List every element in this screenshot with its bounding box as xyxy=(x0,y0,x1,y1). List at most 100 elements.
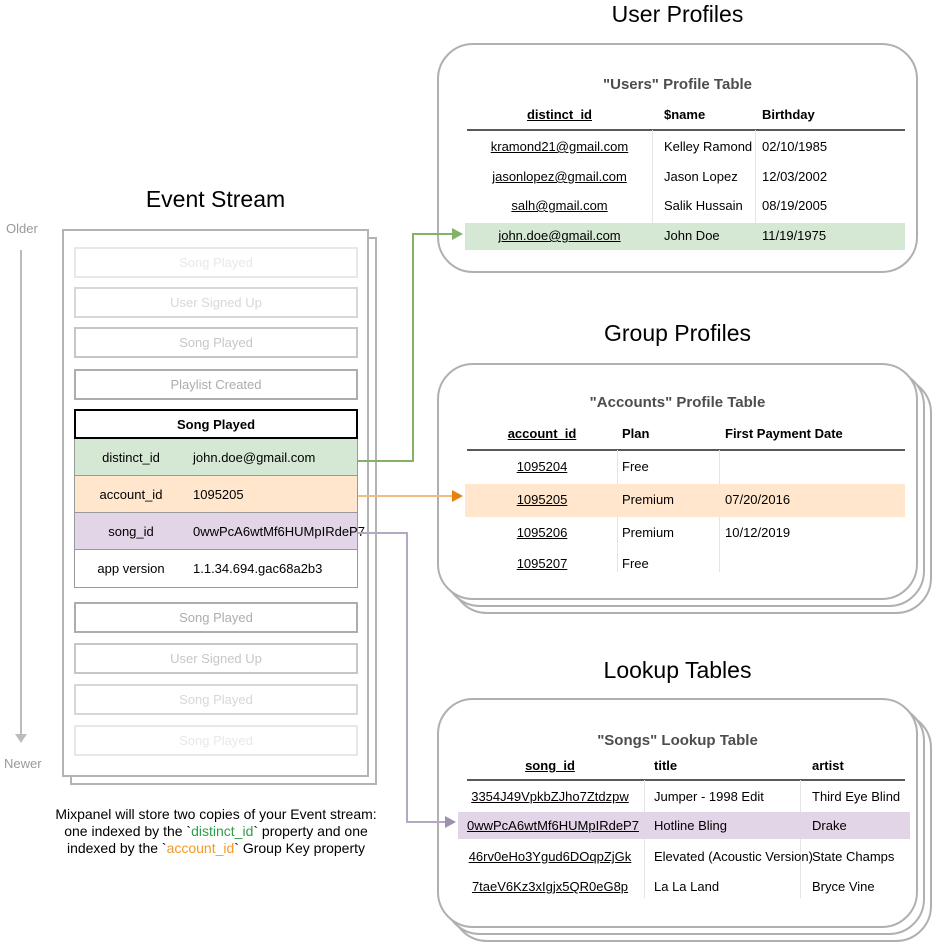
green-connector-segment xyxy=(358,460,414,462)
cell-distinct-id: kramond21@gmail.com xyxy=(490,139,629,154)
header-divider xyxy=(467,779,905,781)
arrow-down-icon xyxy=(15,734,27,743)
cell-plan: Free xyxy=(622,556,649,571)
cell-song-title: Jumper - 1998 Edit xyxy=(654,789,764,804)
event-prop-value: 1095205 xyxy=(193,486,244,502)
cell-name: John Doe xyxy=(664,228,720,243)
highlighted-row-purple xyxy=(458,812,910,839)
footnote-caption: Mixpanel will store two copies of your E… xyxy=(30,806,402,857)
purple-arrowhead-icon xyxy=(445,815,456,828)
header-divider xyxy=(467,129,905,131)
faded-event: Song Played xyxy=(74,327,358,358)
header-divider xyxy=(467,449,905,451)
event-prop-key: account_id xyxy=(99,486,163,502)
cell-distinct-id: jasonlopez@gmail.com xyxy=(492,169,627,184)
event-prop-value: 0wwPcA6wtMf6HUMpIRdeP7 xyxy=(193,523,365,539)
cell-first-payment-date: 07/20/2016 xyxy=(725,492,791,507)
users-table-title: "Users" Profile Table xyxy=(603,76,752,93)
column-header-plan: Plan xyxy=(622,426,650,441)
cell-birthday: 02/10/1985 xyxy=(762,139,828,154)
users-profile-card: "Users" Profile Table distinct_id $name … xyxy=(437,43,918,273)
accounts-table-title: "Accounts" Profile Table xyxy=(589,394,766,411)
cell-plan: Premium xyxy=(622,525,675,540)
column-header-account-id: account_id xyxy=(507,426,577,441)
cell-birthday: 11/19/1975 xyxy=(762,228,827,243)
faded-event: Song Played xyxy=(74,247,358,278)
cell-plan: Free xyxy=(622,459,649,474)
event-prop-key: app version xyxy=(97,561,165,576)
timeline-line xyxy=(20,250,22,736)
cell-account-id: 1095207 xyxy=(516,556,568,571)
event-prop-app-version: app version 1.1.34.694.gac68a2b3 xyxy=(74,550,358,588)
cell-song-id: 46rv0eHo3Ygud6DOqpZjGk xyxy=(468,849,632,864)
column-divider xyxy=(800,780,801,898)
older-label: Older xyxy=(6,221,38,236)
column-divider xyxy=(755,130,756,250)
cell-account-id: 1095205 xyxy=(516,492,568,507)
faded-event: Playlist Created xyxy=(74,369,358,400)
green-connector-segment xyxy=(414,233,452,235)
column-header-distinct-id: distinct_id xyxy=(526,107,592,122)
caption-line-2: one indexed by the `distinct_id` propert… xyxy=(30,823,402,840)
column-header-birthday: Birthday xyxy=(762,107,815,122)
cell-account-id: 1095204 xyxy=(516,459,568,474)
cell-name: Kelley Ramond xyxy=(664,139,753,154)
caption-text: ` Group Key property xyxy=(234,840,366,856)
column-header-first-payment-date: First Payment Date xyxy=(725,426,843,441)
cell-first-payment-date xyxy=(725,554,885,574)
cell-plan: Premium xyxy=(622,492,675,507)
event-prop-distinct-id: distinct_id john.doe@gmail.com xyxy=(74,439,358,476)
event-card-title: Song Played xyxy=(74,409,358,439)
faded-event: User Signed Up xyxy=(74,287,358,318)
cell-artist: Bryce Vine xyxy=(812,879,875,894)
column-header-name: $name xyxy=(664,107,706,122)
cell-first-payment-date: 10/12/2019 xyxy=(725,525,791,540)
cell-artist: Drake xyxy=(812,818,847,833)
active-event-card: Song Played distinct_id john.doe@gmail.c… xyxy=(74,409,365,588)
event-stream-title: Event Stream xyxy=(145,186,286,212)
caption-line-3: indexed by the `account_id` Group Key pr… xyxy=(30,840,402,857)
faded-event: User Signed Up xyxy=(74,643,358,674)
column-header-song-title: title xyxy=(654,758,678,773)
orange-arrowhead-icon xyxy=(452,489,463,502)
faded-event: Song Played xyxy=(74,684,358,715)
cell-name: Jason Lopez xyxy=(664,169,738,184)
distinct-id-code: distinct_id xyxy=(191,823,254,839)
event-prop-key: distinct_id xyxy=(102,449,160,465)
cell-song-title: La La Land xyxy=(654,879,720,894)
purple-connector-segment xyxy=(406,821,445,823)
cell-distinct-id: john.doe@gmail.com xyxy=(498,228,621,243)
faded-event: Song Played xyxy=(74,602,358,633)
event-prop-song-id: song_id 0wwPcA6wtMf6HUMpIRdeP7 xyxy=(74,513,365,550)
cell-account-id: 1095206 xyxy=(516,525,568,540)
cell-birthday: 08/19/2005 xyxy=(762,198,828,213)
event-prop-value: john.doe@gmail.com xyxy=(193,449,316,465)
column-divider xyxy=(644,780,645,898)
cell-artist: Third Eye Blind xyxy=(812,789,901,804)
column-header-artist: artist xyxy=(812,758,844,773)
event-prop-value: 1.1.34.694.gac68a2b3 xyxy=(193,561,323,576)
cell-distinct-id: salh@gmail.com xyxy=(511,198,608,213)
cell-artist: State Champs xyxy=(812,849,895,864)
cell-birthday: 12/03/2002 xyxy=(762,169,828,184)
event-prop-account-id: account_id 1095205 xyxy=(74,476,358,513)
cell-first-payment-date xyxy=(725,457,885,477)
orange-connector-segment xyxy=(358,495,452,497)
caption-text: indexed by the ` xyxy=(66,840,167,856)
caption-text: ` property and one xyxy=(253,823,368,839)
songs-table-title: "Songs" Lookup Table xyxy=(597,732,758,749)
highlighted-row-orange xyxy=(465,484,905,517)
event-prop-key: song_id xyxy=(108,523,154,539)
cell-song-title: Hotline Bling xyxy=(654,818,727,833)
newer-label: Newer xyxy=(4,756,42,771)
highlighted-row-green xyxy=(465,223,905,250)
songs-lookup-card: "Songs" Lookup Table song_id title artis… xyxy=(437,698,918,928)
cell-song-id: 0wwPcA6wtMf6HUMpIRdeP7 xyxy=(467,818,639,833)
cell-song-title: Elevated (Acoustic Version) xyxy=(654,849,813,864)
cell-name: Salik Hussain xyxy=(664,198,743,213)
group-profiles-title: Group Profiles xyxy=(603,320,751,346)
accounts-profile-card: "Accounts" Profile Table account_id Plan… xyxy=(437,363,918,600)
event-stream-box: Song Played User Signed Up Song Played P… xyxy=(62,229,369,777)
account-id-code: account_id xyxy=(166,840,235,856)
